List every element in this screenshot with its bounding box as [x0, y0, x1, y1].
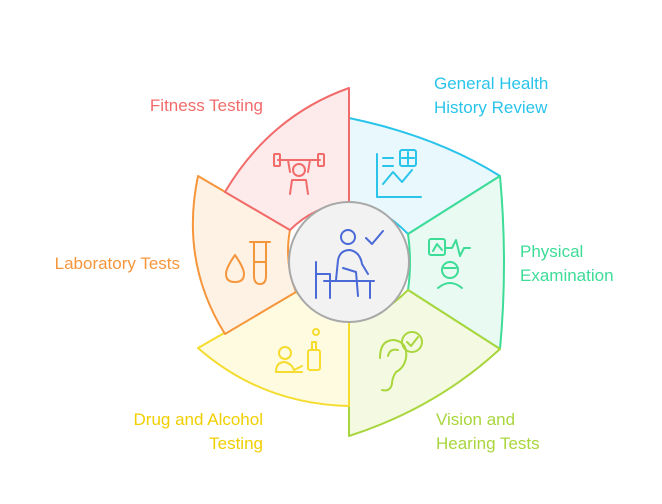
label-line: Testing [209, 434, 263, 453]
label-drug-and-alcohol-testing: Drug and Alcohol Testing [60, 408, 263, 456]
weightlifter-icon [273, 153, 325, 195]
heartbeat-doctor-icon [428, 238, 471, 289]
label-general-health-history-review: General Health History Review [434, 72, 548, 120]
label-line: Hearing Tests [436, 434, 540, 453]
label-fitness-testing: Fitness Testing [100, 94, 263, 118]
label-line: Physical [520, 242, 584, 261]
drop-test-tube-icon [225, 241, 271, 285]
ear-checkmark-icon [379, 331, 423, 392]
person-at-desk-checkmark-icon [315, 229, 384, 299]
person-bottle-icon [275, 328, 321, 373]
label-line: General Health [434, 74, 549, 93]
label-line: Fitness Testing [149, 96, 263, 115]
label-vision-and-hearing-tests: Vision and Hearing Tests [436, 408, 540, 456]
label-line: Vision and [436, 410, 516, 429]
label-line: Laboratory Tests [54, 254, 180, 273]
segment-physical-examination [407, 175, 505, 350]
label-line: History Review [434, 98, 548, 117]
center-hub [288, 201, 410, 323]
chart-with-plus-icon [376, 149, 422, 198]
label-line: Drug and Alcohol [133, 410, 263, 429]
label-line: Examination [520, 266, 614, 285]
label-physical-examination: Physical Examination [520, 240, 614, 288]
label-laboratory-tests: Laboratory Tests [20, 252, 180, 276]
